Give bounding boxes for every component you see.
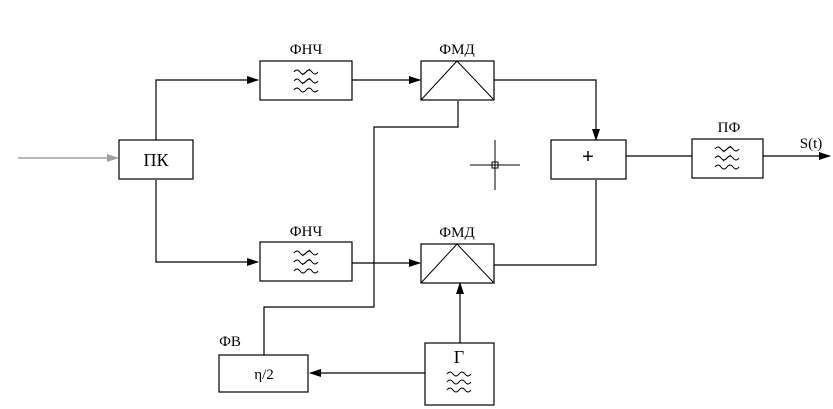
lpf-bottom-label: ФНЧ (290, 224, 323, 240)
bpf-filter-icon (714, 145, 740, 170)
bpf-label: ПФ (718, 120, 741, 136)
pk-block (118, 139, 194, 180)
generator-wave-icon (446, 371, 472, 393)
summer-block (550, 139, 627, 180)
phase-shifter-value: η/2 (254, 367, 274, 383)
phase-shifter-label: ФВ (219, 334, 241, 350)
pk-label: ПК (143, 150, 169, 170)
pmd-bottom-triangle-icon (420, 243, 495, 284)
pmd-top-label: ФМД (439, 42, 474, 58)
summer-label: + (582, 146, 594, 168)
pmd-top-block (420, 60, 495, 101)
pmd-top-triangle-icon (420, 60, 495, 101)
crosshair-cursor-icon (470, 140, 520, 190)
generator-label: Г (454, 347, 464, 367)
wire-pk-to-lpf-top (155, 76, 259, 140)
wire-pk-to-lpf-bottom (155, 180, 259, 266)
lpf-bottom-filter-icon (293, 249, 319, 274)
lpf-top-label: ФНЧ (290, 42, 323, 58)
lpf-top-filter-icon (293, 68, 319, 93)
pmd-bottom-block (420, 243, 495, 284)
wire-pmd-top-to-summer (494, 79, 600, 141)
wire-phase-shifter-to-pmd-top (263, 101, 459, 355)
wire-pmd-bottom-to-summer (494, 180, 597, 266)
bpf-block (691, 138, 764, 179)
phase-shifter-block (218, 354, 309, 393)
output-label: S(t) (800, 136, 823, 152)
pmd-bottom-label: ФМД (439, 225, 474, 241)
